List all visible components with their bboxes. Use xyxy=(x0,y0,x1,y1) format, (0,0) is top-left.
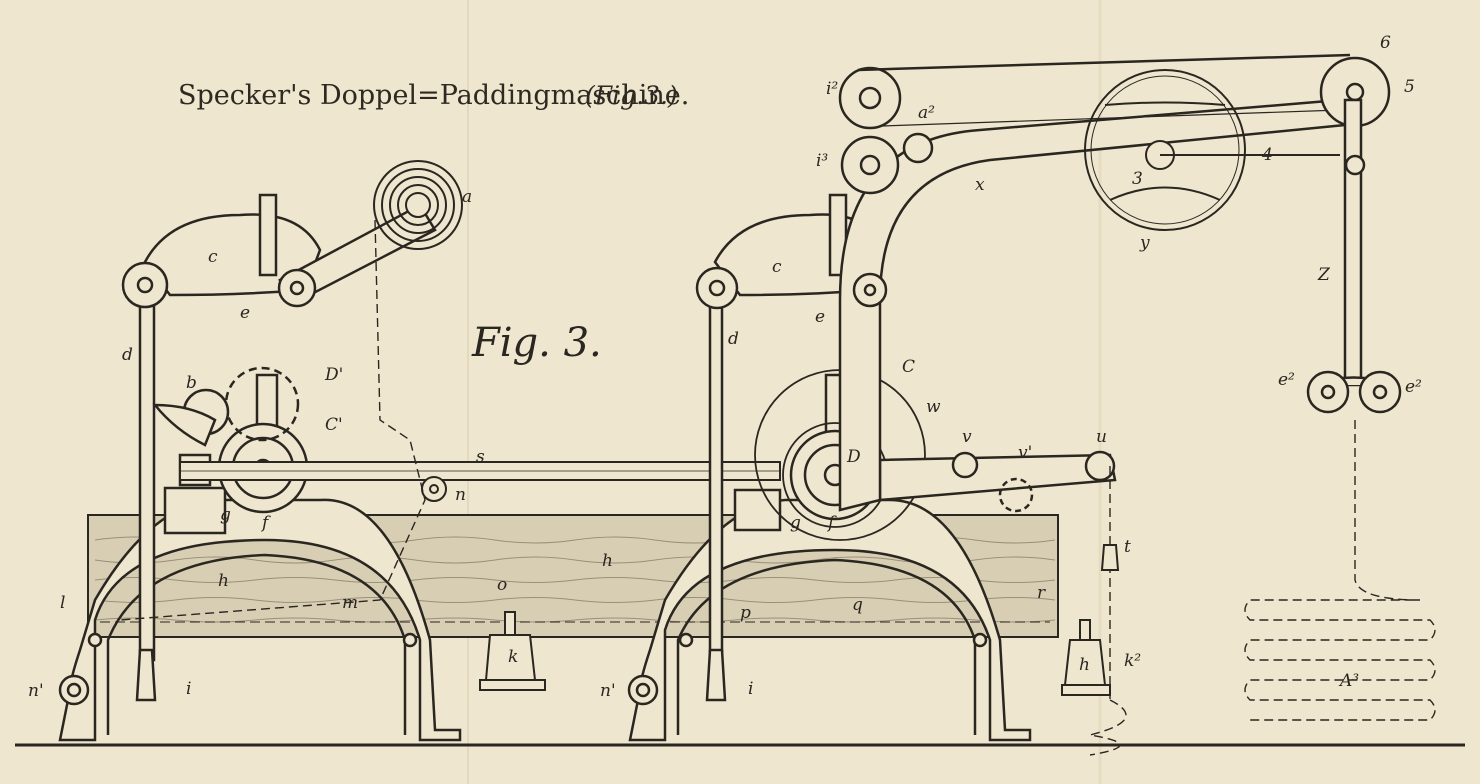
label-n-prime-left: n' xyxy=(28,681,44,701)
label-3: 3 xyxy=(1132,169,1143,189)
label-w: w xyxy=(926,397,941,417)
middle-weight xyxy=(421,476,546,691)
main-shaft xyxy=(179,461,781,481)
label-Z: Z xyxy=(1317,265,1331,285)
label-t: t xyxy=(1124,537,1131,557)
label-i2: i² xyxy=(826,79,838,99)
label-a2: a² xyxy=(918,103,935,123)
label-5: 5 xyxy=(1404,77,1415,97)
part-labels: a c d e b D' C' g f h l m n' i n o k s h… xyxy=(28,33,1422,701)
label-g-left: g xyxy=(220,505,231,525)
label-e2-right: e² xyxy=(1405,377,1422,397)
label-c-right: c xyxy=(772,257,782,277)
label-n-mid: n xyxy=(455,485,466,505)
cloth-path xyxy=(119,219,1436,756)
label-e-right: e xyxy=(815,307,825,327)
label-i3: i³ xyxy=(816,151,828,171)
label-q: q xyxy=(852,595,863,615)
label-s: s xyxy=(476,447,485,467)
label-D-prime: D' xyxy=(324,365,343,385)
label-n-prime-right: n' xyxy=(600,681,616,701)
label-f-left: f xyxy=(260,513,271,533)
plate-title: Specker's Doppel=Paddingmaschine. xyxy=(178,80,689,111)
label-6: 6 xyxy=(1380,33,1391,53)
label-h-left: h xyxy=(218,571,229,591)
label-v-prime: v' xyxy=(1018,443,1032,463)
label-m: m xyxy=(342,593,358,613)
left-roller-mechanism xyxy=(121,193,437,514)
label-d-right: d xyxy=(728,329,739,349)
label-C: C xyxy=(902,357,915,377)
label-C-prime: C' xyxy=(325,415,343,435)
label-v: v xyxy=(962,427,972,447)
overhead-arm xyxy=(838,53,1351,512)
label-i-right: i xyxy=(748,679,753,699)
label-g-right: g xyxy=(790,513,801,533)
label-x: x xyxy=(975,175,985,195)
label-d-left: d xyxy=(122,345,133,365)
label-c-left: c xyxy=(208,247,218,267)
label-D: D xyxy=(846,447,861,467)
folding-column xyxy=(1306,56,1402,414)
label-b: b xyxy=(186,373,197,393)
right-machine-frame xyxy=(627,298,1032,742)
label-r: r xyxy=(1037,583,1046,603)
label-l: l xyxy=(60,593,65,613)
label-k: k xyxy=(508,647,518,667)
label-k2: k² xyxy=(1124,651,1141,671)
figure-label: Fig. 3. xyxy=(471,320,602,366)
label-o: o xyxy=(497,575,507,595)
label-e2-left: e² xyxy=(1278,370,1295,390)
label-h-mid: h xyxy=(602,551,613,571)
drying-drum xyxy=(1084,69,1340,231)
label-e-left: e xyxy=(240,303,250,323)
label-u: u xyxy=(1096,427,1107,447)
left-machine-frame xyxy=(58,298,462,742)
label-4: 4 xyxy=(1261,145,1273,165)
label-f-right: f xyxy=(826,513,837,533)
label-h2: h xyxy=(1079,655,1090,675)
right-weight xyxy=(1061,544,1120,696)
label-p: p xyxy=(740,603,751,623)
label-y: y xyxy=(1139,233,1150,253)
plate-title-fig: (Fig.3.) xyxy=(585,81,678,110)
label-a: a xyxy=(462,187,472,207)
label-i-left: i xyxy=(186,679,191,699)
cloth-roll xyxy=(373,160,463,250)
label-A3: A³ xyxy=(1338,671,1359,691)
